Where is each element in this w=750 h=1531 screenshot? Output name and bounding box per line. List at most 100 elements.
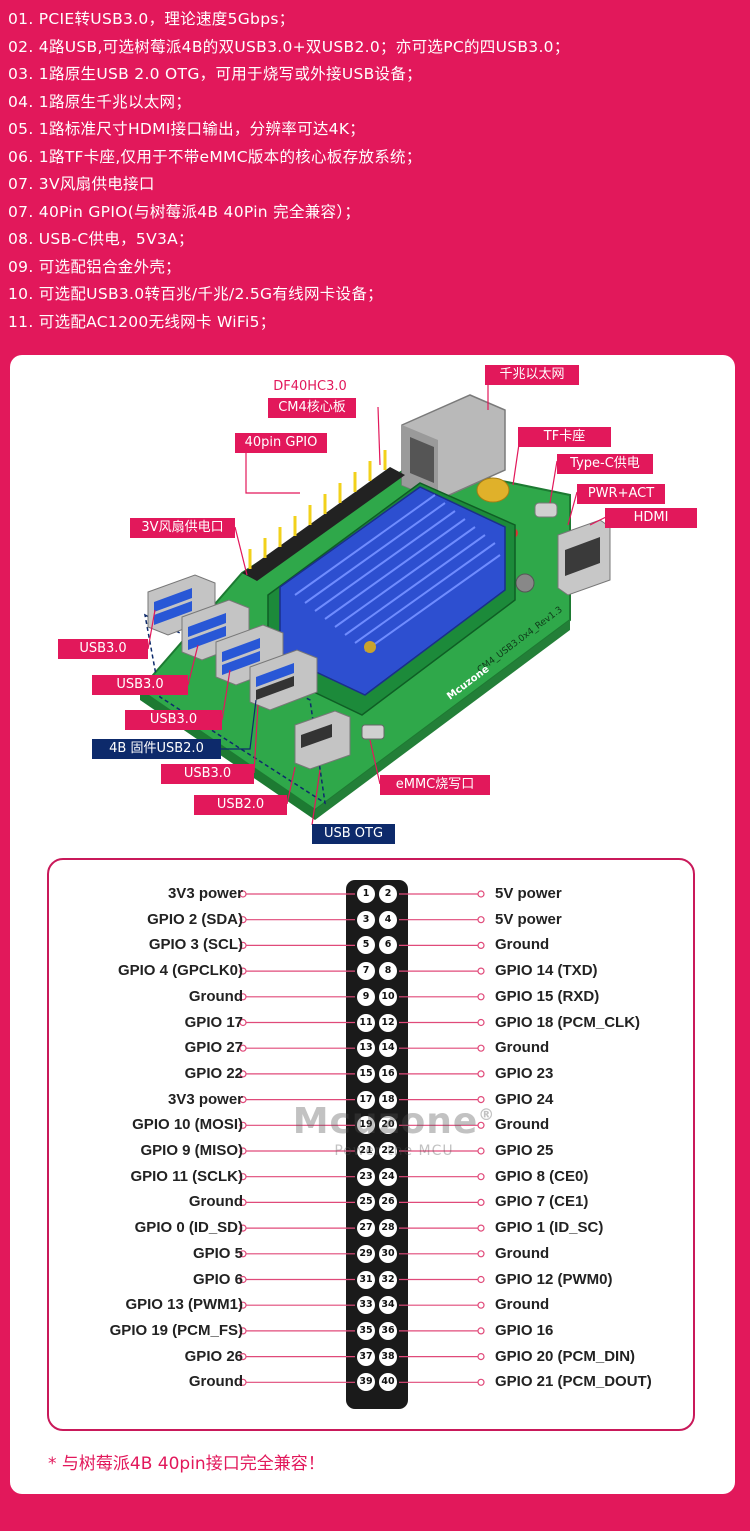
pin-label-right: GPIO 1 (ID_SC) — [495, 1219, 604, 1237]
pin-leader-dot-left — [239, 1070, 247, 1078]
pin-label-right: Ground — [495, 1296, 550, 1314]
pin-leader-dot-right — [477, 941, 485, 950]
pin-leader-dot-left — [239, 1301, 247, 1309]
feature-item: 05. 1路标准尺寸HDMI接口输出，分辨率可达4K； — [8, 120, 366, 138]
label-usb3-3: USB3.0 — [125, 710, 222, 730]
pin-label-left: Ground — [188, 987, 243, 1005]
feature-item: 02. 4路USB,可选树莓派4B的双USB3.0+双USB2.0；亦可选PC的… — [8, 37, 570, 56]
tf-slot — [476, 477, 510, 503]
pin-label-left: GPIO 6 — [192, 1270, 243, 1288]
pin-number-odd: 15 — [357, 1064, 375, 1083]
label-usbotg: USB OTG — [312, 824, 395, 844]
pin-number-even: 36 — [379, 1321, 397, 1340]
pin-number-odd: 3 — [357, 910, 375, 929]
pin-label-left: GPIO 9 (MISO) — [140, 1142, 243, 1159]
pin-label-left: GPIO 3 (SCL) — [148, 936, 243, 954]
pin-number-even: 38 — [379, 1347, 397, 1366]
pin-leader-dot-right — [477, 916, 485, 924]
pin-label-left: GPIO 13 (PWM1) — [125, 1296, 243, 1314]
feature-item: 09. 可选配铝合金外壳； — [8, 257, 181, 276]
pin-label-left: Ground — [188, 1373, 243, 1391]
pin-number-even: 24 — [379, 1167, 397, 1186]
pin-leader-dot-left — [239, 1121, 247, 1129]
pin-label-left: 3V3 power — [167, 1090, 243, 1108]
pin-leader-dot-left — [239, 1096, 247, 1104]
feature-list: 01. PCIE转USB3.0，理论速度5Gbps； 02. 4路USB,可选树… — [8, 6, 742, 336]
pin-label-right: Ground — [495, 1039, 550, 1057]
label-tf: TF卡座 — [518, 427, 611, 447]
pin-leader-dot-left — [239, 1353, 247, 1361]
pin-label-right: GPIO 18 (PCM_CLK) — [495, 1013, 641, 1031]
pin-label-left: GPIO 11 (SCLK) — [130, 1167, 243, 1185]
pin-leader-dot-right — [477, 1378, 485, 1386]
pin-label-right: GPIO 15 (RXD) — [495, 987, 600, 1005]
label-usb3-4: USB3.0 — [161, 764, 254, 784]
pin-leader-dot-left — [239, 1378, 247, 1386]
pin-label-left: GPIO 5 — [192, 1244, 243, 1262]
pin-label-right: GPIO 7 (CE1) — [495, 1193, 589, 1211]
pin-number-odd: 35 — [357, 1321, 375, 1340]
pin-number-odd: 23 — [357, 1167, 375, 1186]
label-hdmi: HDMI — [605, 508, 697, 528]
pin-leader-dot-left — [239, 1018, 247, 1027]
feature-item: 03. 1路原生USB 2.0 OTG，可用于烧写或外接USB设备； — [8, 65, 422, 83]
feature-item: 11. 可选配AC1200无线网卡 WiFi5； — [8, 312, 276, 331]
pin-label-right: GPIO 12 (PWM0) — [495, 1270, 613, 1288]
pin-leader-dot-left — [239, 941, 247, 950]
label-pwr: PWR+ACT — [577, 484, 665, 504]
pin-number-even: 34 — [379, 1296, 397, 1315]
pin-number-even: 26 — [379, 1193, 397, 1212]
feature-item: 08. USB-C供电，5V3A； — [8, 230, 194, 248]
pin-leader-dot-right — [477, 1070, 485, 1078]
pin-number-even: 28 — [379, 1219, 397, 1238]
pin-number-odd: 29 — [357, 1244, 375, 1263]
pin-leader-dot-right — [477, 1018, 485, 1027]
pin-leader-dot-left — [239, 890, 247, 898]
pin-number-even: 20 — [379, 1116, 397, 1135]
pin-leader-dot-left — [239, 1224, 247, 1232]
pin-label-left: GPIO 22 — [184, 1064, 243, 1082]
pin-number-even: 6 — [379, 936, 397, 955]
pin-number-even: 8 — [379, 962, 397, 981]
pin-label-left: GPIO 17 — [184, 1013, 243, 1031]
pin-number-odd: 25 — [357, 1193, 375, 1212]
feature-item: 01. PCIE转USB3.0，理论速度5Gbps； — [8, 10, 295, 28]
pin-label-right: 5V power — [495, 885, 562, 902]
pin-leader-dot-right — [477, 993, 485, 1001]
pin-label-left: GPIO 0 (ID_SD) — [134, 1219, 243, 1237]
pin-number-even: 32 — [379, 1270, 397, 1289]
pin-leader-dot-right — [477, 1275, 485, 1284]
feature-item: 10. 可选配USB3.0转百兆/千兆/2.5G有线网卡设备； — [8, 285, 383, 303]
pin-label-left: GPIO 4 (GPCLK0) — [117, 962, 243, 980]
pin-leader-dot-right — [477, 1327, 485, 1335]
pin-label-right: GPIO 16 — [495, 1321, 554, 1339]
board-card: CM4_USB3.0x4_Rev1.3 Mcuzone — [10, 355, 735, 1494]
pin-number-odd: 5 — [357, 936, 375, 955]
pin-label-right: GPIO 23 — [495, 1064, 554, 1082]
pin-label-left: 3V3 power — [167, 885, 243, 902]
pin-number-even: 10 — [379, 987, 397, 1006]
label-gpio40: 40pin GPIO — [235, 433, 327, 453]
pin-number-even: 14 — [379, 1039, 397, 1058]
pcb-edge — [315, 620, 570, 820]
pin-number-even: 22 — [379, 1142, 397, 1160]
pin-label-left: GPIO 10 (MOSI) — [132, 1116, 243, 1134]
feature-item: 07. 40Pin GPIO(与树莓派4B 40Pin 完全兼容）； — [8, 202, 361, 221]
label-ethernet: 千兆以太网 — [485, 365, 579, 385]
pin-label-right: GPIO 14 (TXD) — [495, 962, 598, 980]
pin-number-odd: 33 — [357, 1296, 375, 1315]
pin-leader-dot-right — [477, 1198, 485, 1206]
pin-leader-dot-right — [477, 1224, 485, 1232]
